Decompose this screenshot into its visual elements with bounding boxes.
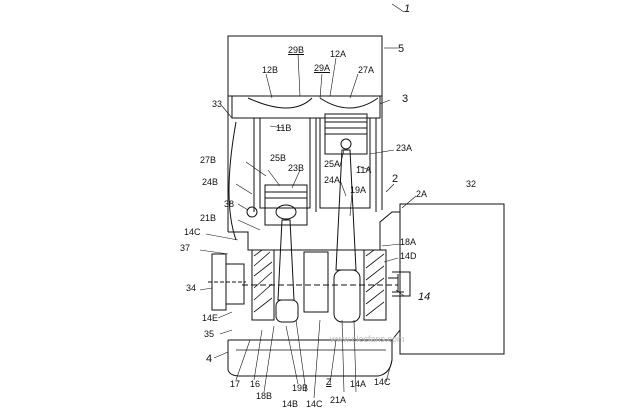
ref-1-label: 1 xyxy=(404,4,410,15)
label-14A: 14A xyxy=(350,380,366,389)
label-23A: 23A xyxy=(396,144,412,153)
oil-pan xyxy=(228,340,392,376)
label-32: 32 xyxy=(466,180,476,189)
piston-pin-b xyxy=(276,205,296,219)
label-4: 4 xyxy=(206,354,212,365)
label-Z: Z xyxy=(326,378,332,387)
label-11B: 11B xyxy=(276,124,291,133)
label-3: 3 xyxy=(402,94,408,105)
big-end-a xyxy=(334,270,360,322)
label-19A: 19A xyxy=(350,186,366,195)
generator-32 xyxy=(400,204,504,354)
combustion-chambers xyxy=(248,98,378,108)
label-14B: 14B xyxy=(282,400,298,409)
label-24B: 24B xyxy=(202,178,218,187)
label-37: 37 xyxy=(180,244,190,253)
label-12B: 12B xyxy=(262,66,278,75)
sprocket-38 xyxy=(247,207,257,217)
label-14C-bottom: 14C xyxy=(306,400,323,409)
shaft-end xyxy=(388,274,404,292)
label-25A: 25A xyxy=(324,160,340,169)
big-end-b xyxy=(276,300,298,322)
label-21A: 21A xyxy=(330,396,346,405)
label-33: 33 xyxy=(212,100,222,109)
pulley-hub xyxy=(226,264,244,304)
label-27A: 27A xyxy=(358,66,374,75)
label-17: 17 xyxy=(230,380,240,389)
label-23B: 23B xyxy=(288,164,304,173)
label-16: 16 xyxy=(250,380,260,389)
label-18B: 18B xyxy=(256,392,272,401)
label-14: 14 xyxy=(418,292,430,303)
label-19B: 19B xyxy=(292,384,308,393)
label-24A: 24A xyxy=(324,176,340,185)
label-5: 5 xyxy=(398,44,404,55)
label-38: 38 xyxy=(224,200,234,209)
label-25B: 25B xyxy=(270,154,286,163)
label-14D: 14D xyxy=(400,252,417,261)
label-14C-top: 14C xyxy=(184,228,201,237)
label-34: 34 xyxy=(186,284,196,293)
connecting-rod-b xyxy=(278,220,294,300)
crankcase xyxy=(228,212,400,340)
label-29A: 29A xyxy=(314,64,330,73)
label-2: 2 xyxy=(392,174,398,185)
label-14E: 14E xyxy=(202,314,218,323)
label-12A: 12A xyxy=(330,50,346,59)
crank-web-2 xyxy=(304,252,328,312)
label-35: 35 xyxy=(204,330,214,339)
label-29B: 29B xyxy=(288,46,304,55)
chain-guide-33 xyxy=(229,122,236,240)
label-11A: 11A xyxy=(356,166,371,175)
label-2A: 2A xyxy=(416,190,427,199)
label-18A: 18A xyxy=(400,238,416,247)
piston-pin-a xyxy=(341,139,351,149)
label-21B: 21B xyxy=(200,214,216,223)
watermark: www.elecfans.com xyxy=(330,334,405,344)
label-27B: 27B xyxy=(200,156,216,165)
label-14C-right: 14C xyxy=(374,378,391,387)
